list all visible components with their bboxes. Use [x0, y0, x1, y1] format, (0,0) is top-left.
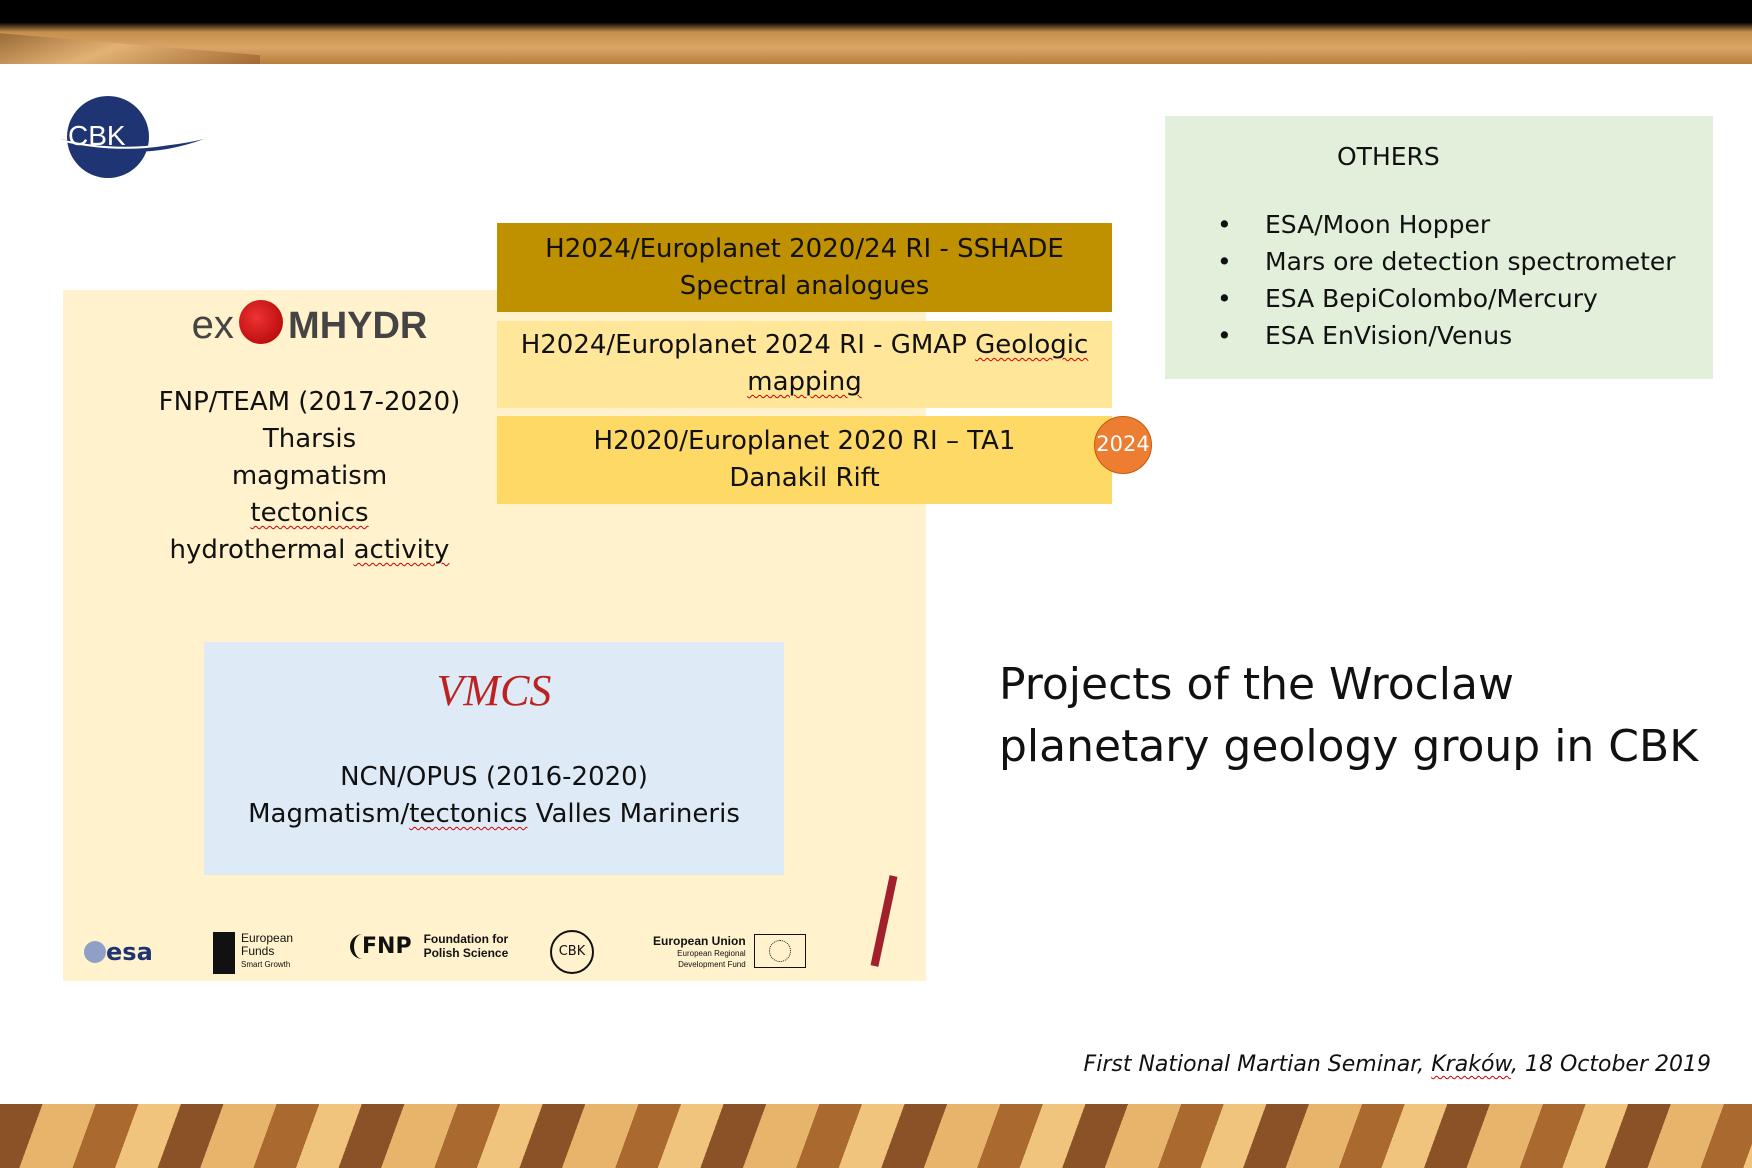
mars-banner-bottom: [0, 1104, 1752, 1168]
list-item: ESA/Moon Hopper: [1217, 206, 1676, 243]
fnp-team-text: FNP/TEAM (2017-2020) Tharsis magmatism t…: [158, 387, 461, 565]
list-item: ESA EnVision/Venus: [1217, 317, 1676, 354]
footer-caption: First National Martian Seminar, Kraków, …: [1083, 1052, 1711, 1077]
list-item: ESA BepiColombo/Mercury: [1217, 280, 1676, 317]
opus-panel: VMCS NCN/OPUS (2016-2020) Magmatism/tect…: [204, 642, 784, 875]
vmcs-logo: VMCS: [436, 666, 552, 715]
year-badge: 2024: [1094, 416, 1152, 474]
esa-logo: esa: [84, 938, 153, 966]
mars-icon: [238, 300, 283, 344]
svg-text:CBK: CBK: [68, 120, 126, 151]
cbk-logo: CBK: [58, 95, 208, 184]
gmap-box: H2024/Europlanet 2024 RI - GMAP Geologic…: [497, 321, 1112, 408]
cbk-small-logo: CBK: [550, 930, 594, 974]
exomhydr-logo: ex MHYDR: [63, 300, 556, 348]
others-panel: OTHERS ESA/Moon Hopper Mars ore detectio…: [1165, 116, 1713, 379]
list-item: Mars ore detection spectrometer: [1217, 243, 1676, 280]
mars-banner-top: [0, 0, 1752, 64]
